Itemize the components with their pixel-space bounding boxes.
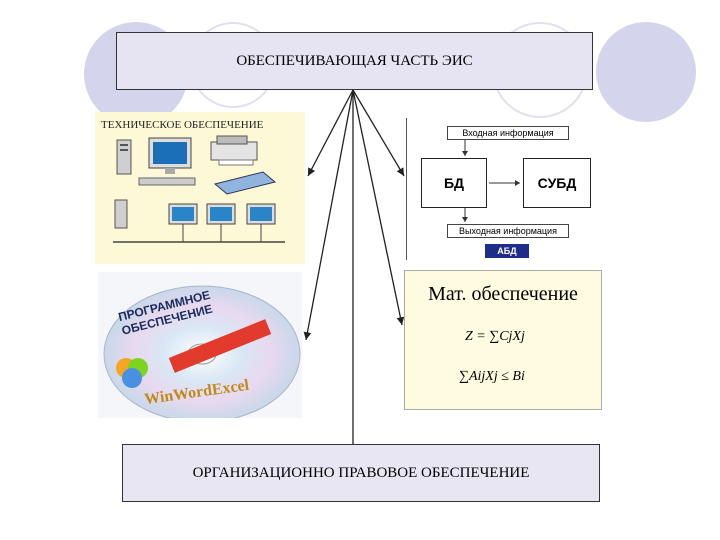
computer-network-icon <box>113 135 285 243</box>
constraint-formula: ∑AijXj ≤ Bi <box>459 369 525 384</box>
org-legal-title: ОРГАНИЗАЦИОННО ПРАВОВОЕ ОБЕСПЕЧЕНИЕ <box>192 464 530 481</box>
main-title: ОБЕСПЕЧИВАЮЩАЯ ЧАСТЬ ЭИС <box>236 52 473 69</box>
arrow-to-math <box>352 89 405 326</box>
subd-box: СУБД <box>523 158 591 208</box>
objective-formula: Z = ∑CjXj <box>465 329 525 344</box>
tech-title: ТЕХНИЧЕСКОЕ ОБЕСПЕЧЕНИЕ <box>101 119 264 131</box>
decor-circle-4 <box>596 22 696 122</box>
tech-panel: ТЕХНИЧЕСКОЕ ОБЕСПЕЧЕНИЕ <box>95 112 305 264</box>
output-info-box: Выходная информация <box>447 224 569 238</box>
main-title-box: ОБЕСПЕЧИВАЮЩАЯ ЧАСТЬ ЭИС <box>116 32 593 90</box>
abd-label: АБД <box>485 244 529 258</box>
bd-box: БД <box>421 158 487 208</box>
arrow-to-software <box>303 89 354 341</box>
math-title: Мат. обеспечение <box>428 283 578 305</box>
software-cd-icon <box>103 285 301 418</box>
software-panel: ПРОГРАММНОЕ ОБЕСПЕЧЕНИЕ WinWordExcel <box>98 272 302 418</box>
org-legal-box: ОРГАНИЗАЦИОННО ПРАВОВОЕ ОБЕСПЕЧЕНИЕ <box>122 444 600 502</box>
input-info-box: Входная информация <box>447 126 569 140</box>
database-panel: Входная информация БД СУБД Выходная инфо… <box>406 118 602 260</box>
math-panel: Мат. обеспечение Z = ∑CjXj ∑AijXj ≤ Bi <box>404 270 602 410</box>
arrow-to-tech <box>307 89 354 177</box>
database-flow-arrows <box>462 140 520 222</box>
arrow-to-db <box>352 89 405 177</box>
